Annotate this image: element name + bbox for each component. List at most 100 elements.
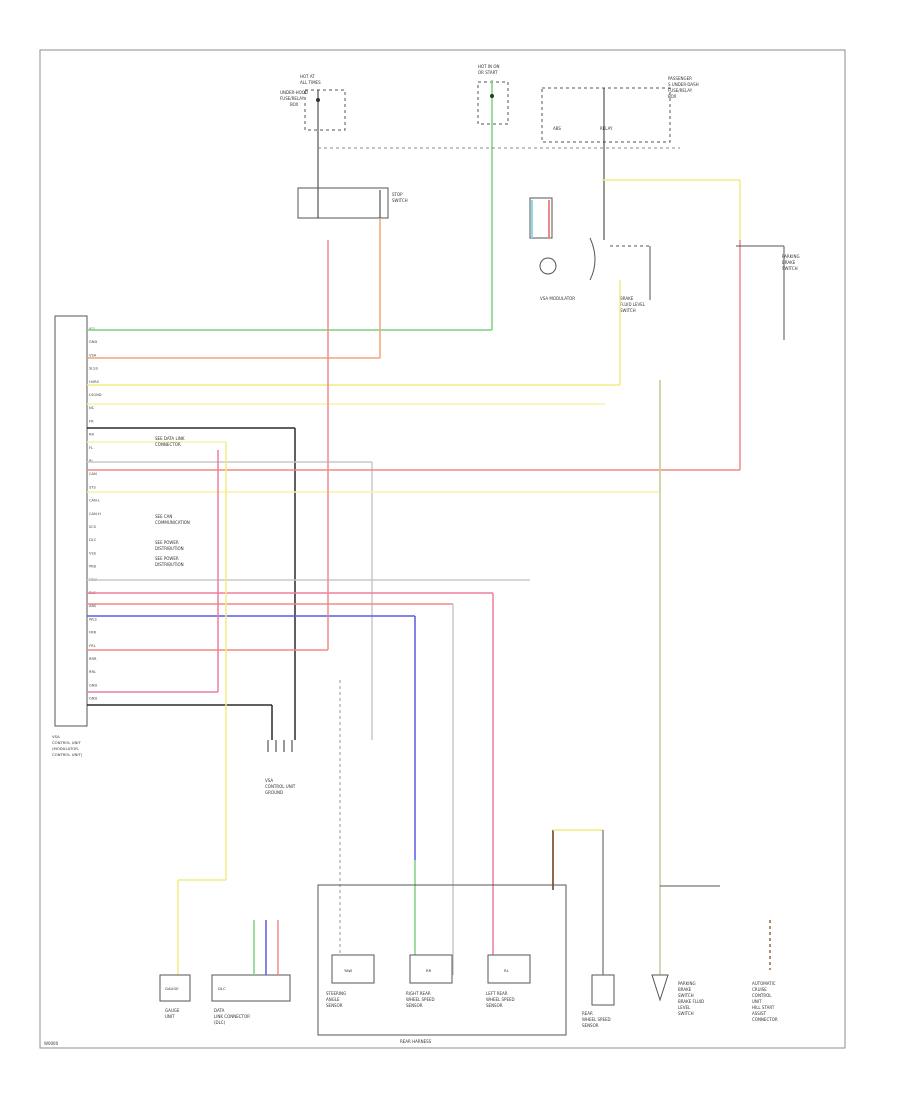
stop-switch-label-line-1: STOP	[392, 192, 403, 197]
relay-block: PASSENGER S UNDER-DASH FUSE/RELAY BOX AB…	[541, 76, 699, 190]
relay-block-label-line-2: S UNDER-DASH	[668, 82, 699, 87]
left-rear-label-line-3: SENSOR	[486, 1003, 503, 1008]
rear-wheel-sensor-box	[591, 974, 615, 1006]
vsa-ground-label-line-1: VSA	[265, 778, 273, 783]
module-label-line-4: CONTROL UNIT)	[52, 752, 83, 757]
note-2-line-2: COMMUNICATION	[155, 520, 190, 525]
module-pin-label: RL	[89, 459, 94, 463]
footer-code: W0000	[44, 1041, 59, 1046]
rear-harness-box	[317, 884, 567, 1036]
module-harness-wires	[87, 218, 740, 975]
vsa-connector-box	[529, 197, 553, 239]
gauge-unit-label-line-2: UNIT	[165, 1014, 175, 1019]
fuse-block-1-label-line-3: UNDER-HOOD	[280, 90, 308, 95]
module-label-line-2: CONTROL UNIT	[52, 740, 81, 745]
right-rear-label-line-3: SENSOR	[406, 1003, 423, 1008]
parking-brake-label-line-1: PARKING	[782, 254, 800, 259]
brake-fluid-label-line-2: FLUID LEVEL	[620, 302, 646, 307]
rl-chip-label: RL	[504, 968, 510, 973]
vsa-control-unit: VSA CONTROL UNIT (MODULATOR- CONTROL UNI…	[52, 315, 102, 757]
data-link-connector: DLC DATA LINK CONNECTOR (DLC)	[211, 920, 291, 1025]
gauge-chip-label: GAUGE	[165, 986, 179, 991]
fuse-block-1-label-line-1: HOT AT	[300, 74, 315, 79]
module-label-line-3: (MODULATOR-	[52, 746, 80, 751]
module-pin-label: STS	[89, 485, 96, 489]
yaw-rate-sensor-box	[331, 954, 375, 984]
module-pin-label: WLS	[89, 617, 98, 621]
brake-fluid-label-line-1: BRAKE	[620, 296, 634, 301]
module-pin-label: CAN	[89, 472, 97, 476]
auto-cruise-label-line-2: CRUISE	[752, 987, 767, 992]
parking-fluid-switch: PARKING BRAKE SWITCH BRAKE FLUID LEVEL S…	[651, 974, 704, 1016]
parking-switch-label-line-6: SWITCH	[678, 1011, 694, 1016]
module-pin-label: GND	[89, 683, 97, 687]
module-pin-label: CAN-L	[89, 499, 100, 503]
rr-chip-label: RR	[426, 968, 432, 973]
rear-wheel-label-line-3: SENSOR	[582, 1023, 599, 1028]
brake-fluid-label-line-3: SWITCH	[620, 308, 636, 313]
diagram-border	[39, 49, 846, 1049]
module-pin-label: DLC	[89, 538, 97, 542]
yaw-chip-label: YAW	[344, 968, 352, 973]
fuse-block-2: HOT IN ON OR START	[477, 64, 509, 330]
gauge-unit-label-line-1: GAUGE	[165, 1008, 180, 1013]
module-pin-label: RR	[89, 433, 94, 437]
fuse-block-1-box	[304, 89, 346, 131]
rear-wheel-label-line-2: WHEEL SPEED	[582, 1017, 611, 1022]
rear-wheel-sensor: REAR WHEEL SPEED SENSOR	[582, 974, 615, 1028]
hill-start-label-line-2: ASSIST	[752, 1011, 767, 1016]
fuse-1-terminal	[316, 98, 320, 102]
module-pin-label: RRR	[89, 657, 97, 661]
vsa-ground-label-line-2: CONTROL UNIT	[265, 784, 296, 789]
relay-block-label-line-1: PASSENGER	[668, 76, 692, 81]
brake-fluid-switch: PARKING BRAKE SWITCH	[602, 179, 800, 470]
module-pin-label: HVRS	[89, 380, 100, 384]
parking-fluid-switch-symbol	[651, 974, 669, 1002]
fuse-block-1-label-line-2: ALL TIMES	[300, 80, 321, 85]
gauge-unit: GAUGE GAUGE UNIT	[159, 879, 226, 1019]
harness-connectors	[339, 680, 604, 975]
fuse-block-1-label-line-4: FUSE/RELAY	[280, 96, 305, 101]
note-4-line-2: DISTRIBUTION	[155, 562, 184, 567]
right-rear-sensor-box	[409, 954, 453, 984]
rear-harness-label: REAR HARNESS	[400, 1039, 432, 1044]
module-pin-label: FL	[89, 446, 93, 450]
note-1-line-2: CONNECTOR	[155, 442, 181, 447]
module-pin-label: GND	[89, 340, 97, 344]
dlc-label-line-2: LINK CONNECTOR	[214, 1014, 250, 1019]
module-pin-label: SCS	[89, 525, 97, 529]
yaw-label-line-3: SENSOR	[326, 1003, 343, 1008]
yaw-label-line-2: ANGLE	[326, 997, 340, 1002]
relay-label-line-1: ABS	[553, 126, 561, 131]
module-pin-label: PKB	[89, 565, 97, 569]
module-pin-label: VSS	[89, 551, 97, 555]
left-rear-label-line-2: WHEEL SPEED	[486, 997, 515, 1002]
module-pin-label: ABS	[89, 604, 97, 608]
hill-start-label-line-1: HILL START	[752, 1005, 775, 1010]
stop-switch: STOP SWITCH	[297, 187, 408, 219]
right-rear-label-line-2: WHEEL SPEED	[406, 997, 435, 1002]
parking-brake-label-line-2: BRAKE	[782, 260, 796, 265]
dlc-chip-label: DLC	[218, 986, 226, 991]
right-rear-sensor: RR RIGHT REAR WHEEL SPEED SENSOR	[406, 954, 453, 1008]
auto-cruise-label-line-3: CONTROL	[752, 993, 772, 998]
vsa-motor-symbol	[539, 257, 557, 275]
fuse-block-1-label-line-5: BOX	[290, 102, 299, 107]
yaw-label-line-1: STEERING	[326, 991, 346, 996]
parking-switch-label-line-2: BRAKE	[678, 987, 692, 992]
parking-switch-label-line-1: PARKING	[678, 981, 696, 986]
auto-cruise-label-line-4: UNIT	[752, 999, 762, 1004]
fuse-block-2-label-line-2: OR START	[478, 70, 498, 75]
data-link-connector-box	[211, 974, 291, 1002]
fuse-2-terminal	[490, 94, 494, 98]
note-1-line-1: SEE DATA LINK	[155, 436, 185, 441]
module-pin-label: NC	[89, 406, 95, 410]
module-pin-label: SLSS	[89, 367, 99, 371]
parking-switch-label-line-5: LEVEL	[678, 1005, 691, 1010]
vsa-coil-symbol	[589, 237, 596, 281]
module-pin-label: FRR	[89, 631, 97, 635]
module-pin-label: VSA	[89, 353, 97, 357]
right-rear-label-line-1: RIGHT REAR	[406, 991, 431, 996]
dlc-label-line-3: (DLC)	[214, 1020, 226, 1025]
